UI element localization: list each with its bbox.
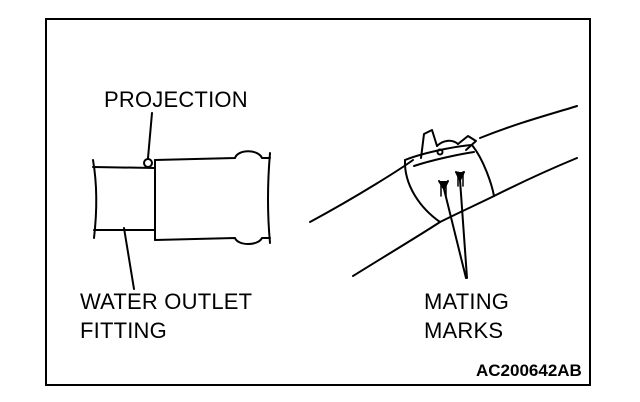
mating-marks-label-line1: MATING: [424, 289, 510, 314]
water-outlet-leader: [123, 227, 135, 290]
projection-leader: [147, 112, 153, 159]
figure-frame: [45, 18, 591, 386]
water-outlet-label-line2: FITTING: [80, 318, 167, 343]
water-outlet-pipe: [92, 159, 156, 239]
projection-bump: [143, 158, 153, 168]
figure-code: AC200642AB: [476, 361, 582, 380]
mating-marks-label-line2: MARKS: [424, 318, 504, 343]
water-outlet-label-line1: WATER OUTLET: [80, 289, 253, 314]
hose-clamp: [403, 129, 495, 223]
mating-leaders: [438, 171, 468, 279]
hose-left: [154, 150, 271, 245]
projection-label: PROJECTION: [104, 87, 248, 112]
hose-right: [309, 105, 578, 277]
